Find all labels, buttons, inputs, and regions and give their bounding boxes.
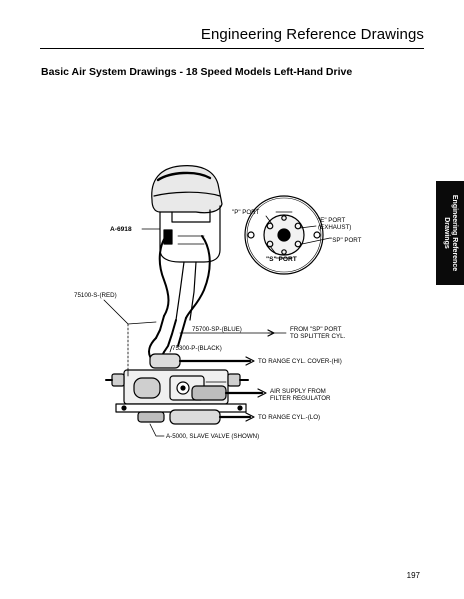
label-black-hose: 75300-P-(BLACK) xyxy=(172,345,222,352)
header-title: Engineering Reference Drawings xyxy=(200,26,424,43)
label-a6918: A-6918 xyxy=(110,226,132,233)
label-p-port: "P" PORT xyxy=(232,209,260,216)
label-air-supply: AIR SUPPLY FROM xyxy=(270,388,326,395)
page-number: 197 xyxy=(406,571,420,580)
section-title: Basic Air System Drawings - 18 Speed Mod… xyxy=(41,66,353,78)
label-filter-regulator: FILTER REGULATOR xyxy=(270,395,331,402)
slave-valve xyxy=(105,353,267,437)
shift-knob xyxy=(151,165,223,321)
label-e-port: "E" PORT xyxy=(318,217,346,224)
port-diagram xyxy=(244,195,331,275)
side-tab[interactable]: Engineering Reference Drawings xyxy=(436,181,464,285)
label-from-sp-port: FROM "SP" PORT xyxy=(290,326,342,333)
label-sp-port: "SP" PORT xyxy=(330,237,362,244)
label-s-port: "S" PORT xyxy=(266,256,297,263)
label-range-lo: TO RANGE CYL.-(LO) xyxy=(258,414,320,421)
label-blue-hose: 75700-SP-(BLUE) xyxy=(192,326,242,333)
label-red-hose: 75100-S-(RED) xyxy=(74,292,117,299)
label-to-splitter: TO SPLITTER CYL. xyxy=(290,333,346,340)
header-rule xyxy=(40,48,424,49)
label-range-hi: TO RANGE CYL. COVER-(HI) xyxy=(258,358,342,365)
label-slave-valve: A-5000, SLAVE VALVE (SHOWN) xyxy=(166,433,259,440)
label-e-port-exhaust: (EXHAUST) xyxy=(318,224,351,231)
